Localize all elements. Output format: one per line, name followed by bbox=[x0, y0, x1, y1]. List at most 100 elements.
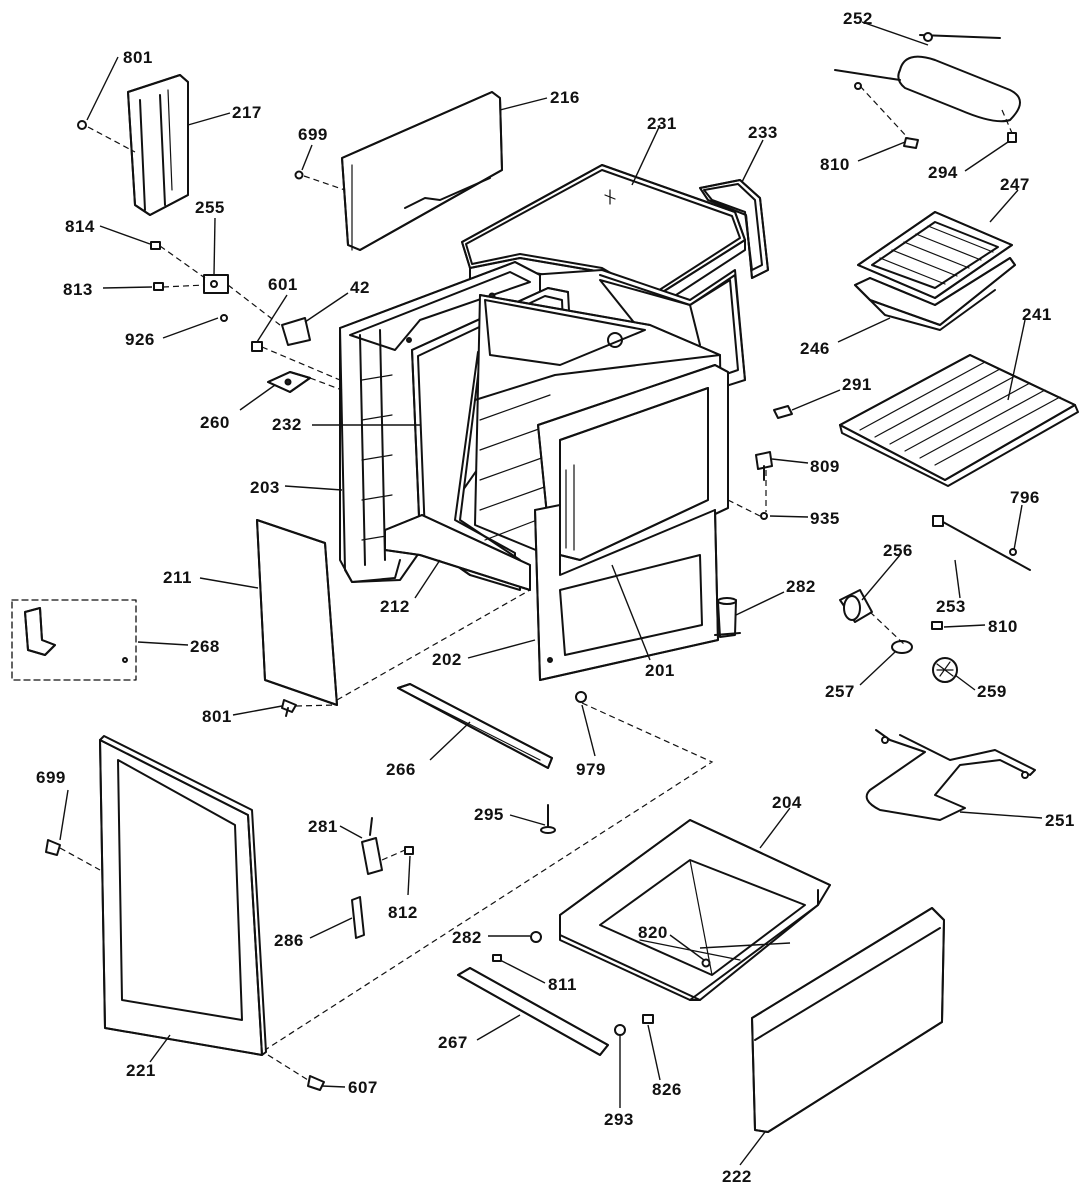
clip-294 bbox=[1007, 132, 1017, 143]
label-281: 281 bbox=[308, 817, 338, 836]
label-203: 203 bbox=[250, 478, 280, 497]
screw-801-bottom bbox=[281, 699, 297, 717]
label-252: 252 bbox=[843, 9, 873, 28]
label-796: 796 bbox=[1010, 488, 1040, 507]
label-812: 812 bbox=[388, 903, 418, 922]
label-253: 253 bbox=[936, 597, 966, 616]
lens-259 bbox=[932, 657, 958, 683]
screw-809 bbox=[755, 451, 773, 481]
plate-42 bbox=[281, 317, 311, 346]
label-241: 241 bbox=[1022, 305, 1052, 324]
bracket-217 bbox=[127, 74, 189, 216]
label-607: 607 bbox=[348, 1078, 378, 1097]
front-frame-lower-202 bbox=[534, 504, 719, 681]
bracket-291 bbox=[773, 405, 793, 419]
label-813: 813 bbox=[63, 280, 93, 299]
label-820: 820 bbox=[638, 923, 668, 942]
label-282-drawer: 282 bbox=[452, 928, 482, 947]
foot-979 bbox=[575, 691, 587, 703]
broil-pan-grid-247 bbox=[857, 211, 1013, 299]
label-294: 294 bbox=[928, 163, 958, 182]
broil-element-252 bbox=[834, 32, 1021, 123]
label-601: 601 bbox=[268, 275, 298, 294]
hinge-receiver-286 bbox=[351, 896, 365, 939]
roller-293 bbox=[614, 1024, 626, 1036]
label-814: 814 bbox=[65, 217, 95, 236]
leader-lines bbox=[59, 21, 1043, 1166]
screw-607 bbox=[307, 1075, 325, 1091]
label-809: 809 bbox=[810, 457, 840, 476]
label-202: 202 bbox=[432, 650, 462, 669]
leveler-295 bbox=[540, 804, 556, 834]
screw-814 bbox=[150, 241, 161, 250]
label-293: 293 bbox=[604, 1110, 634, 1129]
label-247: 247 bbox=[1000, 175, 1030, 194]
label-810-mid: 810 bbox=[988, 617, 1018, 636]
label-282-side: 282 bbox=[786, 577, 816, 596]
screw-813 bbox=[153, 282, 164, 291]
label-216: 216 bbox=[550, 88, 580, 107]
screw-812 bbox=[404, 846, 414, 855]
clip-796 bbox=[1009, 548, 1017, 556]
screw-935 bbox=[760, 512, 768, 520]
label-42: 42 bbox=[350, 278, 370, 297]
label-295: 295 bbox=[474, 805, 504, 824]
label-935: 935 bbox=[810, 509, 840, 528]
label-826: 826 bbox=[652, 1080, 682, 1099]
label-801-top: 801 bbox=[123, 48, 153, 67]
label-217: 217 bbox=[232, 103, 262, 122]
label-255: 255 bbox=[195, 198, 225, 217]
part-labels: 801 217 216 699 231 233 252 810 294 247 … bbox=[36, 9, 1075, 1186]
screw-699-bottom bbox=[45, 839, 61, 856]
label-260: 260 bbox=[200, 413, 230, 432]
label-286: 286 bbox=[274, 931, 304, 950]
bake-element-251 bbox=[865, 729, 1036, 821]
label-231: 231 bbox=[647, 114, 677, 133]
label-201: 201 bbox=[645, 661, 675, 680]
label-259: 259 bbox=[977, 682, 1007, 701]
bracket-255 bbox=[203, 274, 229, 294]
label-212: 212 bbox=[380, 597, 410, 616]
label-810-top: 810 bbox=[820, 155, 850, 174]
label-221: 221 bbox=[126, 1061, 156, 1080]
oven-door-221 bbox=[99, 735, 267, 1056]
light-bulb-257 bbox=[891, 640, 913, 654]
rail-266 bbox=[397, 683, 553, 769]
hinge-assembly-268 bbox=[11, 599, 137, 681]
label-211: 211 bbox=[163, 568, 192, 587]
label-801-bottom: 801 bbox=[202, 707, 232, 726]
rear-panel-216 bbox=[341, 91, 503, 251]
side-panel-211 bbox=[256, 519, 338, 706]
broil-pan-246 bbox=[854, 257, 1016, 331]
pilot-282-side bbox=[714, 597, 741, 638]
label-251: 251 bbox=[1045, 811, 1075, 830]
drawer-204 bbox=[559, 819, 831, 1001]
screw-601 bbox=[251, 341, 263, 352]
screw-811 bbox=[492, 954, 502, 962]
label-811: 811 bbox=[548, 975, 577, 994]
label-699-bottom: 699 bbox=[36, 768, 66, 787]
label-291: 291 bbox=[842, 375, 872, 394]
bracket-233 bbox=[699, 179, 769, 279]
label-979: 979 bbox=[576, 760, 606, 779]
screw-810-mid bbox=[931, 621, 943, 630]
label-266: 266 bbox=[386, 760, 416, 779]
label-246: 246 bbox=[800, 339, 830, 358]
label-268: 268 bbox=[190, 637, 220, 656]
screw-820 bbox=[701, 958, 711, 968]
label-233: 233 bbox=[748, 123, 778, 142]
bracket-260 bbox=[267, 371, 311, 393]
hinge-281 bbox=[361, 817, 383, 875]
sensor-253 bbox=[932, 515, 1031, 571]
label-256: 256 bbox=[883, 541, 913, 560]
screw-699-top bbox=[294, 170, 304, 180]
label-222: 222 bbox=[722, 1167, 752, 1186]
screw-826 bbox=[642, 1014, 654, 1024]
label-267: 267 bbox=[438, 1033, 468, 1052]
label-926: 926 bbox=[125, 330, 155, 349]
label-232: 232 bbox=[272, 415, 302, 434]
screw-801-top bbox=[77, 120, 87, 130]
roller-282-drawer bbox=[530, 931, 542, 943]
oven-rack-241 bbox=[839, 354, 1079, 487]
